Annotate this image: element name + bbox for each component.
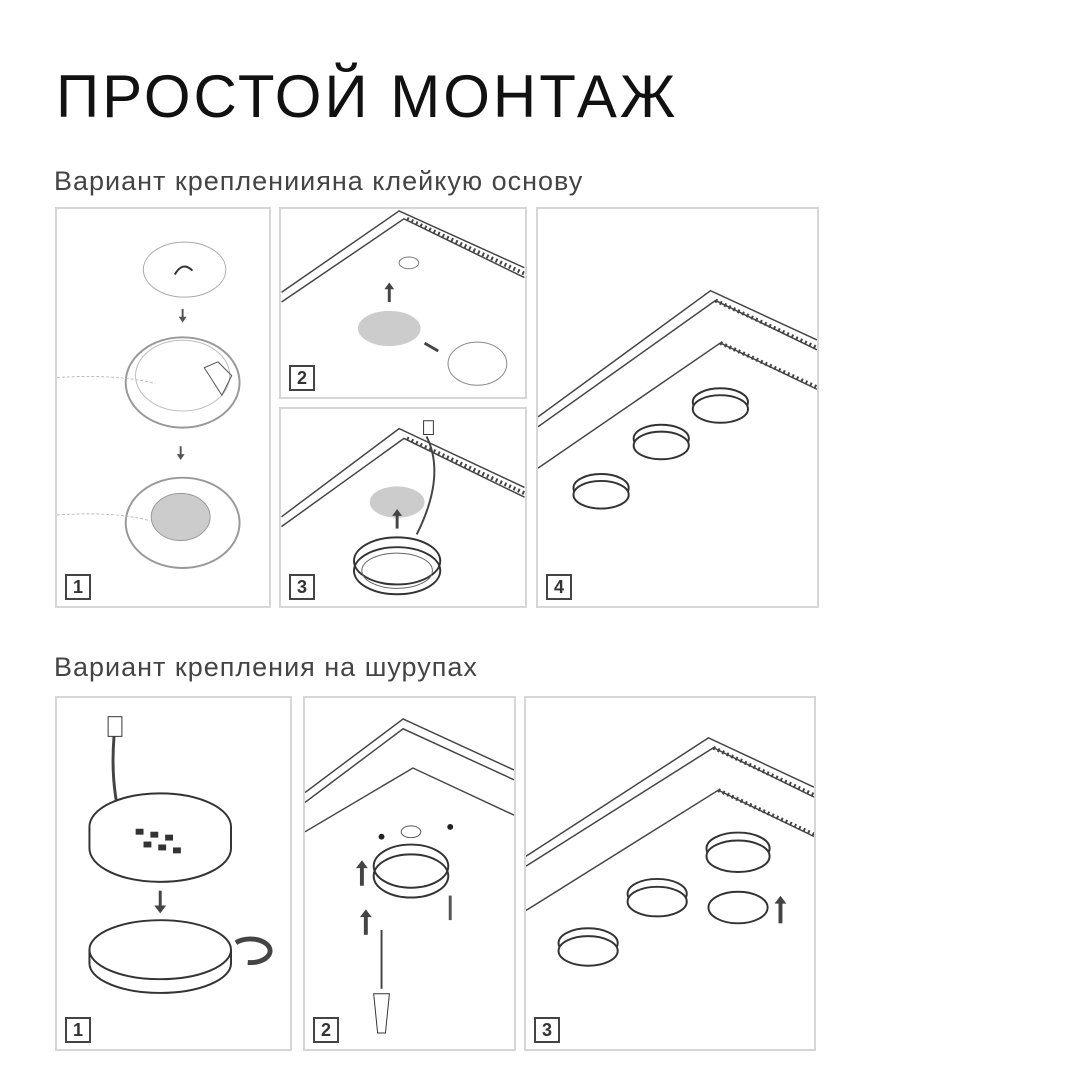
adhesive-step-2-panel: 2 bbox=[279, 207, 527, 399]
screws-step-2-illustration bbox=[305, 718, 514, 1034]
adhesive-step-3-illustration bbox=[281, 420, 525, 596]
screws-step-1-illustration bbox=[88, 716, 273, 994]
adhesive-step-4-panel: 4 bbox=[536, 207, 819, 608]
screws-step-2-panel: 2 bbox=[303, 696, 516, 1051]
adhesive-step-4-illustration bbox=[538, 289, 817, 510]
screws-step-3-illustration bbox=[526, 737, 814, 967]
page-title: ПРОСТОЙ МОНТАЖ bbox=[56, 63, 679, 130]
step-number-badge: 3 bbox=[534, 1017, 560, 1043]
adhesive-step-1-panel: 1 bbox=[55, 207, 271, 608]
adhesive-step-1-illustration bbox=[57, 241, 241, 569]
step-number-badge: 1 bbox=[65, 574, 91, 600]
step-number-badge: 4 bbox=[546, 574, 572, 600]
screws-step-3-panel: 3 bbox=[524, 696, 816, 1051]
section-heading-adhesive: Вариант креплениияна клейкую основу bbox=[54, 166, 584, 196]
adhesive-step-2-illustration bbox=[281, 210, 525, 386]
adhesive-step-3-panel: 3 bbox=[279, 407, 527, 608]
step-number-badge: 2 bbox=[313, 1017, 339, 1043]
step-number-badge: 3 bbox=[289, 574, 315, 600]
step-number-badge: 1 bbox=[65, 1017, 91, 1043]
step-number-badge: 2 bbox=[289, 365, 315, 391]
section-heading-screws: Вариант крепления на шурупах bbox=[54, 652, 478, 682]
screws-step-1-panel: 1 bbox=[55, 696, 292, 1051]
